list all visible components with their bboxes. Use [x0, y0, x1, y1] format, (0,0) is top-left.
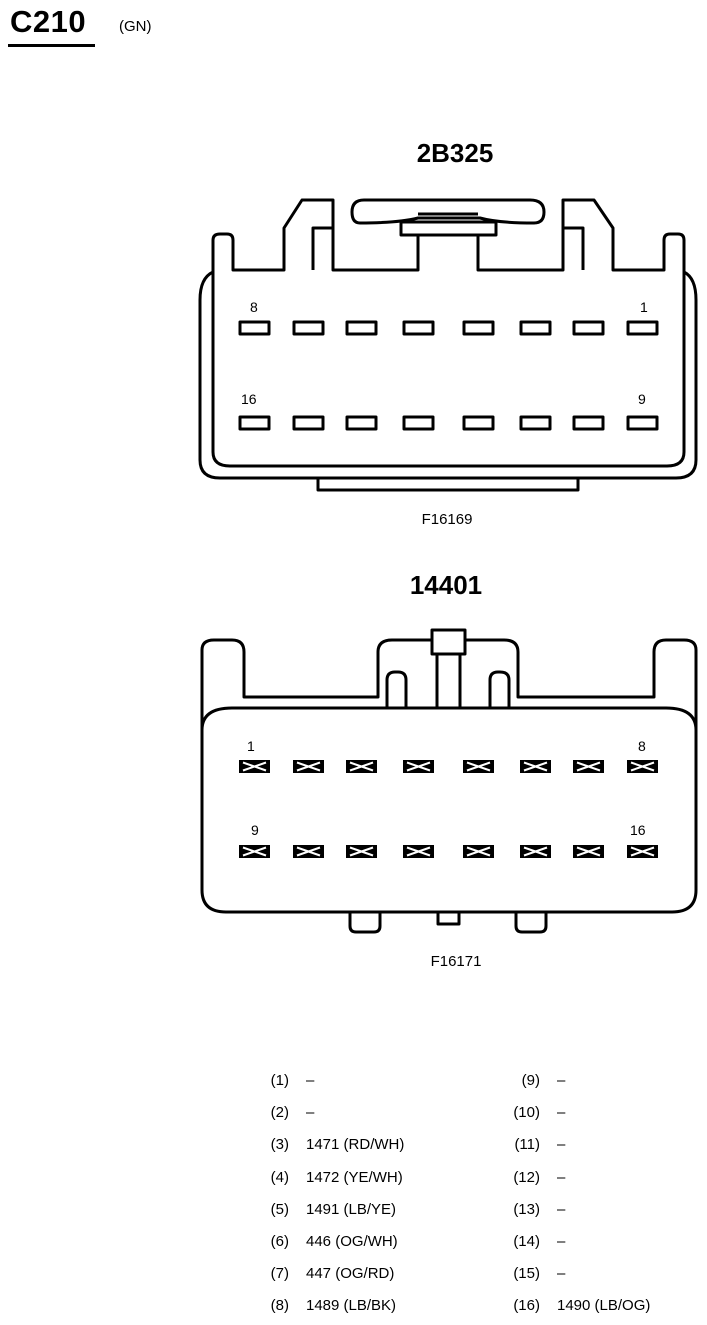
view-2-pin-label-bottom-right: 16 [630, 822, 646, 838]
pin-number: (11) [514, 1136, 540, 1153]
circuit-label: – [557, 1136, 566, 1153]
pin-number: (6) [270, 1233, 289, 1250]
connector-diagrams: 8 1 16 9 1 8 9 16 [198, 198, 698, 934]
view-2-pin-label-top-right: 8 [638, 738, 646, 754]
pin-number: (3) [270, 1136, 289, 1153]
circuit-label: 446 (OG/WH) [306, 1233, 398, 1250]
pin [402, 320, 435, 336]
pin [626, 415, 659, 431]
view-1-figure-ref: F16169 [421, 511, 473, 528]
connector-1-outline [198, 198, 698, 492]
view-2-pin-label-top-left: 1 [247, 738, 255, 754]
pin-number: (10) [513, 1104, 540, 1121]
pin-number: (5) [270, 1201, 289, 1218]
pin [292, 320, 325, 336]
circuit-label: 1471 (RD/WH) [306, 1136, 405, 1153]
view-1-part-number: 2B325 [416, 138, 494, 168]
pin [292, 415, 325, 431]
circuit-label: – [557, 1265, 566, 1282]
circuit-label: – [557, 1233, 566, 1250]
pin [519, 320, 552, 336]
view-2-figure-ref: F16171 [430, 953, 482, 970]
pin-number: (15) [513, 1265, 540, 1282]
connector-id: C210 [10, 4, 87, 39]
pin-number: (4) [270, 1169, 289, 1186]
title-underline [8, 44, 95, 47]
pin [572, 415, 605, 431]
view-1-pin-label-top-left: 8 [250, 299, 258, 315]
connector-color-code: (GN) [119, 18, 152, 35]
pin-number: (9) [521, 1072, 540, 1089]
pin-number: (1) [270, 1072, 289, 1089]
view-1-pin-label-top-right: 1 [640, 299, 648, 315]
pin-number: (2) [270, 1104, 289, 1121]
pin [572, 320, 605, 336]
circuit-label: – [557, 1104, 566, 1121]
circuit-label: – [557, 1072, 566, 1089]
pin-number: (12) [513, 1169, 540, 1186]
view-2-pin-label-bottom-left: 9 [251, 822, 259, 838]
view-1-pin-label-bottom-right: 9 [638, 391, 646, 407]
pin [238, 320, 271, 336]
pin [345, 320, 378, 336]
view-2-part-number: 14401 [409, 570, 483, 600]
pin [519, 415, 552, 431]
circuit-label: – [557, 1201, 566, 1218]
pin-number: (8) [270, 1297, 289, 1314]
circuit-label: 1489 (LB/BK) [306, 1297, 397, 1314]
pin-number: (14) [513, 1233, 540, 1250]
pin-number: (13) [513, 1201, 540, 1218]
pin [345, 415, 378, 431]
pin [462, 415, 495, 431]
pin [238, 415, 271, 431]
pin [626, 320, 659, 336]
connector-2-outline [200, 628, 698, 934]
circuit-label: 1490 (LB/OG) [557, 1297, 651, 1314]
circuit-label: – [557, 1169, 566, 1186]
view-1-pin-label-bottom-left: 16 [241, 391, 257, 407]
circuit-label: – [306, 1072, 315, 1089]
connector-1-pins [238, 320, 659, 431]
circuit-label: 447 (OG/RD) [306, 1265, 395, 1282]
pin-number: (7) [270, 1265, 289, 1282]
circuit-label: 1472 (YE/WH) [306, 1169, 403, 1186]
pin-number: (16) [513, 1297, 540, 1314]
pin [402, 415, 435, 431]
circuit-label: 1491 (LB/YE) [306, 1201, 397, 1218]
pin [462, 320, 495, 336]
circuit-label: – [306, 1104, 315, 1121]
connector-2-pins [238, 759, 659, 859]
